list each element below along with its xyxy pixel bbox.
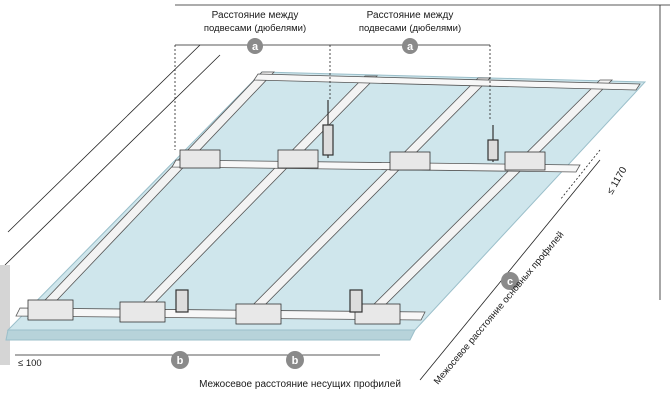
svg-text:c: c <box>507 276 513 288</box>
circle-a-1: a <box>247 38 263 54</box>
building-outline <box>4 4 670 360</box>
suspension-spacing-label-2-line1: Расстояние между <box>367 10 454 21</box>
board-edge <box>5 329 416 341</box>
suspension-spacing-label-1-line2: подвесами (дюбелями) <box>204 23 306 34</box>
svg-text:b: b <box>177 355 184 367</box>
circle-a-2: a <box>402 38 418 54</box>
circle-b-1: b <box>171 351 189 369</box>
limit-100-label: ≤ 100 <box>18 358 42 369</box>
svg-text:a: a <box>252 41 259 53</box>
profile-connectors <box>27 149 546 325</box>
hangers <box>175 100 499 313</box>
suspension-spacing-label-2-line2: подвесами (дюбелями) <box>359 23 461 34</box>
svg-text:a: a <box>407 41 414 53</box>
circle-b-2: b <box>286 351 304 369</box>
limit-1170-label: ≤ 1170 <box>605 165 630 197</box>
bearing-profiles-spacing-label: Межосевое расстояние несущих профилей <box>199 378 401 390</box>
plasterboard-surface <box>6 71 647 331</box>
suspension-spacing-label-1-line1: Расстояние между <box>212 10 299 21</box>
dimension-lines <box>15 44 601 381</box>
svg-text:b: b <box>292 355 299 367</box>
bearing-profiles <box>15 73 641 321</box>
circle-c: c <box>501 272 519 290</box>
left-wall <box>0 265 10 365</box>
